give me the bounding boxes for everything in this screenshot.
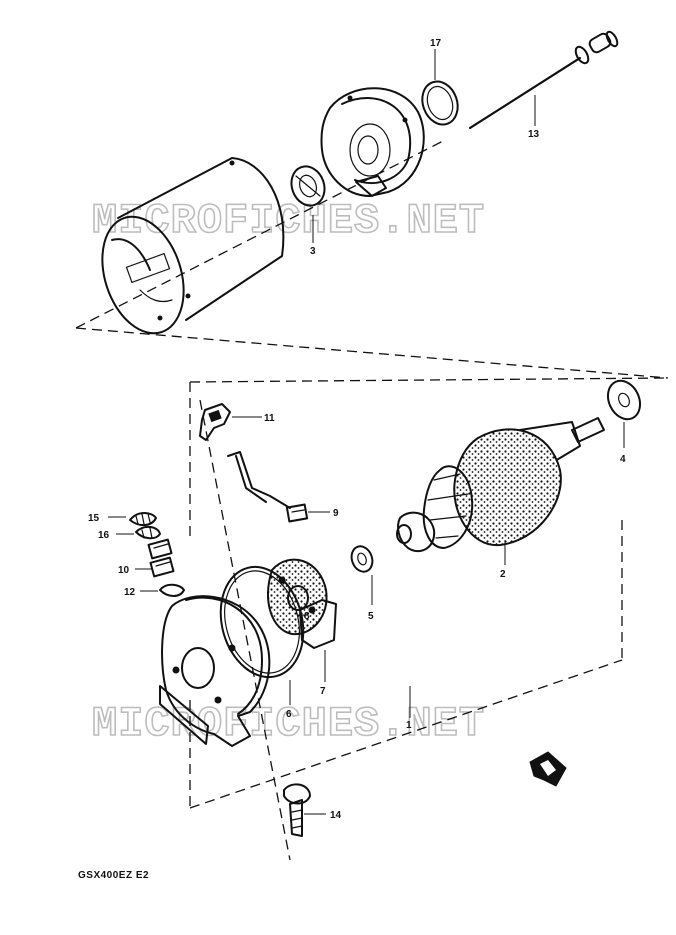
callout-6: 6 — [286, 709, 292, 720]
callout-16: 16 — [98, 530, 110, 541]
part-2-armature — [396, 417, 605, 565]
rear-end-cover — [320, 87, 425, 197]
part-14-bolt — [283, 783, 326, 837]
callout-12: 12 — [124, 587, 136, 598]
callout-15: 15 — [88, 513, 100, 524]
callout-9: 9 — [333, 508, 339, 519]
callout-3: 3 — [310, 246, 316, 257]
part-9-brush-lead — [227, 451, 330, 523]
callout-14: 14 — [330, 810, 342, 821]
part-8-brush-plate — [267, 558, 328, 636]
yoke-housing — [101, 157, 285, 335]
part-5-washer — [350, 545, 374, 605]
callout-13: 13 — [528, 129, 540, 140]
part-11-clip — [199, 403, 262, 441]
callout-1: 1 — [406, 720, 412, 731]
callout-2: 2 — [500, 569, 506, 580]
assembly-guide-lines — [75, 139, 669, 861]
callout-5: 5 — [368, 611, 374, 622]
watermark-bottom: MICROFICHES.NET — [92, 700, 485, 748]
callout-8: 8 — [304, 611, 310, 622]
watermark-top: MICROFICHES.NET — [92, 197, 485, 245]
callout-7: 7 — [320, 686, 326, 697]
part-10-brush — [135, 538, 175, 578]
callout-11: 11 — [264, 413, 275, 424]
model-code-label: GSX400EZ E2 — [78, 870, 149, 881]
front-direction-arrow-icon — [529, 751, 567, 787]
part-4-washer — [606, 379, 642, 448]
part-16-spring — [116, 526, 161, 540]
front-housing — [159, 595, 271, 747]
part-12-spring — [140, 583, 185, 597]
callout-10: 10 — [118, 565, 130, 576]
part-6-o-ring — [219, 565, 305, 705]
part-3-seal — [290, 165, 326, 243]
part-13-through-bolt — [469, 30, 619, 129]
part-15-spring — [108, 512, 157, 526]
callout-4: 4 — [620, 454, 626, 465]
callout-17: 17 — [430, 38, 442, 49]
part-17-o-ring — [421, 49, 459, 126]
